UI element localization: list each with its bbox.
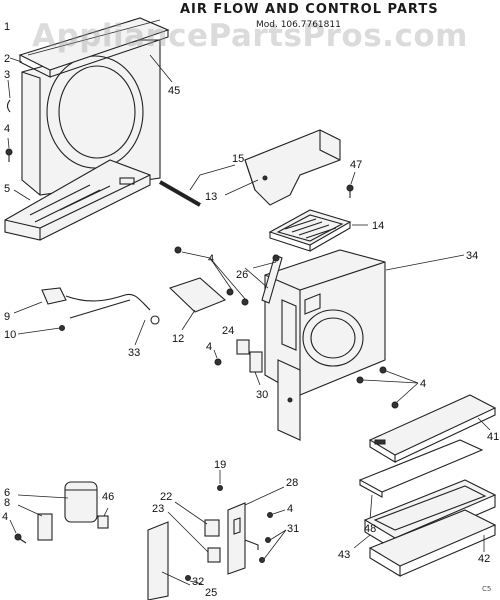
callout-4-knob: 4 [2, 511, 8, 523]
gasket-48 [358, 439, 484, 521]
callout-28: 28 [286, 477, 298, 489]
tray-41 [368, 394, 497, 463]
callout-19: 19 [214, 459, 226, 471]
callout-48: 48 [364, 523, 376, 535]
callout-5: 5 [4, 183, 10, 195]
callout-47: 47 [350, 159, 362, 171]
callout-10: 10 [4, 329, 16, 341]
callout-33: 33 [128, 347, 140, 359]
drain-tray-42 [368, 509, 497, 577]
callout-4-left: 4 [4, 123, 10, 135]
callout-41: 41 [487, 431, 499, 443]
callout-8: 8 [4, 497, 10, 509]
callout-13: 13 [205, 191, 217, 203]
callout-12: 12 [172, 333, 184, 345]
callout-45: 45 [168, 85, 180, 97]
callout-31: 31 [287, 523, 299, 535]
callout-26: 26 [236, 269, 248, 281]
control-knob-assembly [9, 481, 109, 544]
damper-lever [244, 254, 283, 304]
left-clip-and-screw [5, 57, 23, 162]
top-bracket [224, 129, 341, 206]
air-flow-housing [264, 249, 465, 441]
corner-mark: C5 [482, 585, 492, 593]
callout-46: 46 [102, 491, 114, 503]
callout-4-mid: 4 [208, 253, 214, 265]
callout-4-right: 4 [420, 378, 426, 390]
screw-47 [346, 171, 356, 198]
callout-24: 24 [222, 325, 234, 337]
mounting-plate [168, 277, 227, 331]
callout-34: 34 [466, 250, 478, 262]
switch-and-relay [213, 339, 263, 386]
base-pan [4, 159, 151, 241]
callout-32: 32 [192, 576, 204, 588]
callout-1: 1 [4, 21, 10, 33]
control-panel-assembly [147, 470, 287, 600]
filter [268, 209, 368, 252]
front-grille-panel [18, 17, 173, 196]
callout-14: 14 [372, 220, 384, 232]
callout-30: 30 [256, 389, 268, 401]
callout-4-panel: 4 [287, 503, 293, 515]
callout-6: 6 [4, 487, 10, 499]
diagram-title: AIR FLOW AND CONTROL PARTS [180, 2, 439, 17]
callout-15: 15 [232, 153, 244, 165]
callout-4-switch: 4 [206, 341, 212, 353]
power-cord [13, 287, 160, 346]
model-number: Mod. 106.7761811 [256, 20, 341, 30]
callout-23: 23 [152, 503, 164, 515]
callout-22: 22 [160, 491, 172, 503]
callout-25: 25 [205, 587, 217, 599]
callout-43: 43 [338, 549, 350, 561]
housing-screws [174, 246, 419, 409]
rod [159, 164, 236, 207]
callout-2: 2 [4, 53, 10, 65]
callout-3: 3 [4, 69, 10, 81]
callout-42: 42 [478, 553, 490, 565]
callout-9: 9 [4, 311, 10, 323]
callout-labels: 1 2 3 4 5 45 15 13 47 14 34 4 26 9 10 33… [2, 21, 499, 599]
